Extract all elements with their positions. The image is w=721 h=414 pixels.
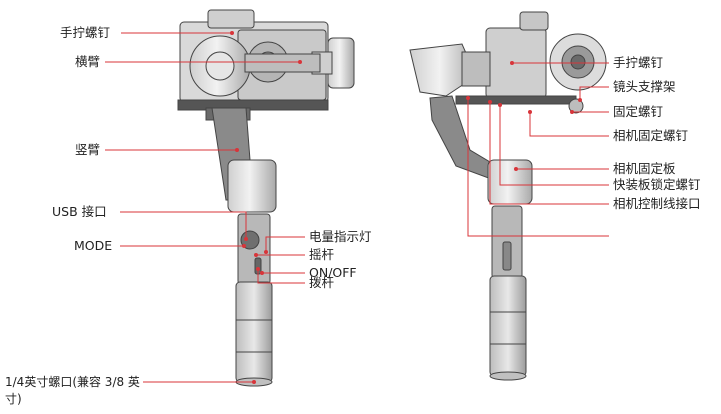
left-gimbal-drawing xyxy=(177,9,355,387)
label-lens-support: 镜头支撑架 xyxy=(613,79,676,94)
label-hand-screw-right: 手拧螺钉 xyxy=(613,55,664,70)
label-vertical-arm: 竖臂 xyxy=(75,142,101,157)
label-thread-mount: 1/4英寸螺口(兼容 3/8 英寸) xyxy=(5,375,140,406)
cross-arm-left xyxy=(244,53,321,73)
grip-left xyxy=(235,281,273,383)
yaw-motor-left xyxy=(227,159,277,213)
label-fixing-screw: 固定螺钉 xyxy=(613,104,664,119)
label-battery-indicator: 电量指示灯 xyxy=(309,229,372,244)
label-joystick: 摇杆 xyxy=(309,247,335,262)
yaw-motor-right xyxy=(487,159,533,205)
label-camera-control-port: 相机控制线接口 xyxy=(613,196,701,211)
leaders-right xyxy=(466,61,609,237)
label-hand-screw-left: 手拧螺钉 xyxy=(60,25,111,40)
label-usb-port: USB 接口 xyxy=(52,204,107,219)
roll-motor-right xyxy=(409,43,477,97)
leaders-left xyxy=(105,31,302,384)
label-quick-release-lock: 快装板锁定螺钉 xyxy=(613,177,701,192)
leaders-middle xyxy=(254,236,305,284)
label-cross-arm: 横臂 xyxy=(75,54,101,69)
label-on-off: ON/OFF xyxy=(309,265,357,280)
label-camera-plate: 相机固定板 xyxy=(613,161,676,176)
grip-right xyxy=(489,275,527,377)
label-mode: MODE xyxy=(74,238,113,253)
right-gimbal-drawing xyxy=(409,11,607,381)
label-camera-fixing-screw: 相机固定螺钉 xyxy=(613,128,689,143)
label-toggle-lever: 拨杆 xyxy=(309,275,335,290)
